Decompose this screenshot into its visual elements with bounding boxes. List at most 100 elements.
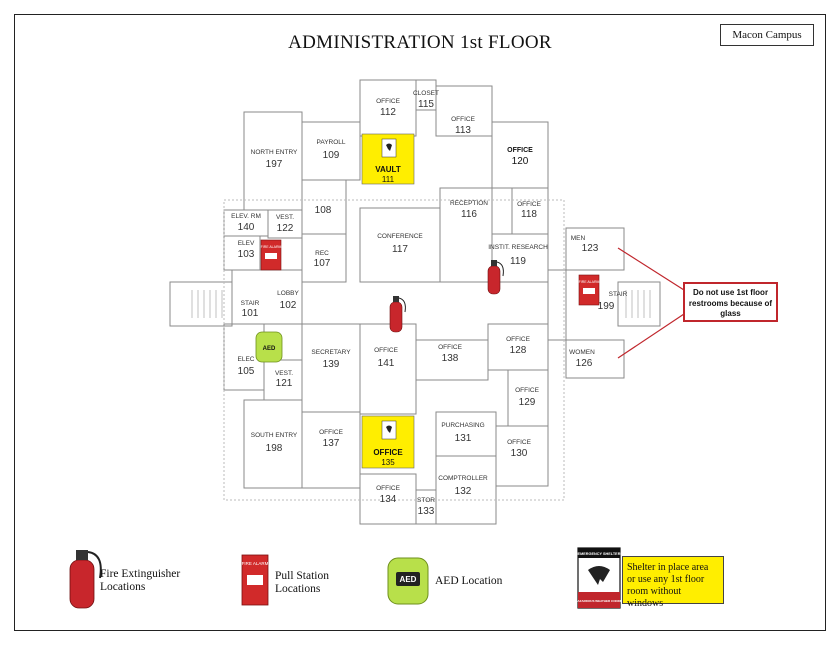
map-title: ADMINISTRATION 1st FLOOR — [288, 32, 552, 53]
room-number: 119 — [510, 256, 526, 267]
room-number: 118 — [521, 209, 537, 220]
room-number: 123 — [582, 243, 599, 254]
room-outline-120 — [491, 121, 549, 189]
campus-label: Macon Campus — [720, 24, 814, 46]
svg-text:AED: AED — [400, 575, 417, 584]
legend-shelter-sign-icon: EMERGENCY SHELTER FOR HAZARDOUS WEATHER … — [568, 547, 630, 609]
room-label: STOR — [417, 497, 435, 504]
room-number: 137 — [323, 438, 340, 449]
room-number: 117 — [392, 244, 408, 255]
fire-extinguisher-icon — [487, 260, 504, 295]
room-number: 140 — [238, 222, 255, 233]
fire-extinguisher-icon — [389, 296, 406, 333]
room-label: OFFICE — [374, 347, 398, 354]
room-number: 132 — [455, 486, 472, 497]
room-outline-122 — [267, 209, 303, 239]
room-label: COMPTROLLER — [438, 475, 488, 482]
room-label: PAYROLL — [316, 139, 345, 146]
room-number: 112 — [380, 107, 396, 118]
room-number: 128 — [510, 345, 527, 356]
room-outline-101 — [169, 281, 233, 327]
room-number: 122 — [277, 223, 294, 234]
svg-text:FOR HAZARDOUS WEATHER CONDITIO: FOR HAZARDOUS WEATHER CONDITIONS — [568, 599, 630, 603]
room-outline-123 — [565, 227, 625, 271]
room-outline-137 — [301, 411, 361, 489]
legend-fire-extinguisher-label: Fire Extinguisher Locations — [100, 568, 181, 593]
room-number: 121 — [276, 378, 293, 389]
room-label: OFFICE — [376, 98, 400, 105]
room-label: RECEPTION — [450, 200, 488, 207]
room-number: 141 — [378, 358, 395, 369]
legend-pull-station-label: Pull Station Locations — [275, 570, 329, 595]
room-label: CLOSET — [413, 90, 439, 97]
room-outline-132 — [435, 455, 497, 525]
room-label: OFFICE — [507, 147, 533, 154]
room-label: STAIR — [609, 291, 628, 298]
legend-aed-label: AED Location — [435, 575, 503, 587]
room-label: NORTH ENTRY — [251, 149, 298, 156]
svg-text:FIRE ALARM: FIRE ALARM — [261, 245, 282, 249]
room-label: OFFICE — [451, 116, 475, 123]
east-corridor — [547, 269, 567, 341]
aed-icon: AED — [255, 331, 283, 363]
room-outline-113 — [435, 85, 493, 137]
room-label: SECRETARY — [311, 349, 351, 356]
room-label: ELEV — [238, 240, 255, 247]
room-number: 199 — [598, 301, 615, 312]
room-label: VAULT — [375, 165, 401, 174]
room-label: OFFICE — [506, 336, 530, 343]
room-label: OFFICE — [517, 201, 541, 208]
room-label: SOUTH ENTRY — [251, 432, 298, 439]
room-number: 102 — [280, 300, 297, 311]
shelter-sign-icon — [381, 138, 397, 158]
room-label: OFFICE — [507, 439, 531, 446]
room-outline-199 — [617, 281, 661, 327]
room-label: STAIR — [241, 300, 260, 307]
room-number: 105 — [238, 366, 255, 377]
stair-treads-west — [191, 290, 223, 318]
svg-text:FIRE ALARM: FIRE ALARM — [242, 561, 269, 566]
room-label: WOMEN — [569, 349, 595, 356]
room-number: 115 — [418, 99, 434, 110]
room-label: ELEV. RM — [231, 213, 261, 220]
room-number: 103 — [238, 249, 255, 260]
room-label: VEST. — [276, 214, 294, 221]
pull-station-icon: FIRE ALARM — [261, 239, 282, 271]
room-number: 109 — [323, 150, 340, 161]
room-number: 130 — [511, 448, 528, 459]
room-label: OFFICE — [438, 344, 462, 351]
svg-text:AED: AED — [263, 346, 276, 352]
room-number: 197 — [266, 159, 283, 170]
room-number: 134 — [380, 494, 397, 505]
legend-fire-extinguisher-icon — [69, 550, 102, 609]
room-number: 116 — [461, 209, 477, 220]
room-number: 113 — [455, 125, 471, 136]
room-number: 108 — [315, 205, 332, 216]
legend-shelter-label: Shelter in place area or use any 1st flo… — [622, 556, 724, 609]
room-label: ELEC — [238, 356, 255, 363]
building-perimeter — [223, 199, 565, 501]
room-number: 135 — [381, 458, 395, 467]
room-number: 198 — [266, 443, 283, 454]
room-label: OFFICE — [319, 429, 343, 436]
room-label: OFFICE — [373, 448, 403, 457]
room-number: 129 — [519, 397, 536, 408]
room-number: 107 — [314, 258, 331, 269]
room-number: 126 — [576, 358, 593, 369]
room-number: 138 — [442, 353, 459, 364]
room-outline-119 — [491, 233, 549, 283]
room-label: VEST. — [275, 370, 293, 377]
legend-aed-icon: AED — [387, 557, 429, 605]
room-number: 133 — [418, 506, 435, 517]
svg-text:FIRE ALARM: FIRE ALARM — [579, 280, 600, 284]
pull-station-icon: FIRE ALARM — [579, 274, 600, 306]
svg-text:EMERGENCY SHELTER: EMERGENCY SHELTER — [578, 552, 621, 556]
room-label: CONFERENCE — [377, 233, 423, 240]
legend-pull-station-icon: FIRE ALARM — [241, 554, 269, 606]
room-label: OFFICE — [376, 485, 400, 492]
restroom-warning: Do not use 1st floor restrooms because o… — [683, 282, 778, 322]
room-label: OFFICE — [515, 387, 539, 394]
room-number: 120 — [512, 156, 529, 167]
shelter-sign-icon — [381, 420, 397, 440]
